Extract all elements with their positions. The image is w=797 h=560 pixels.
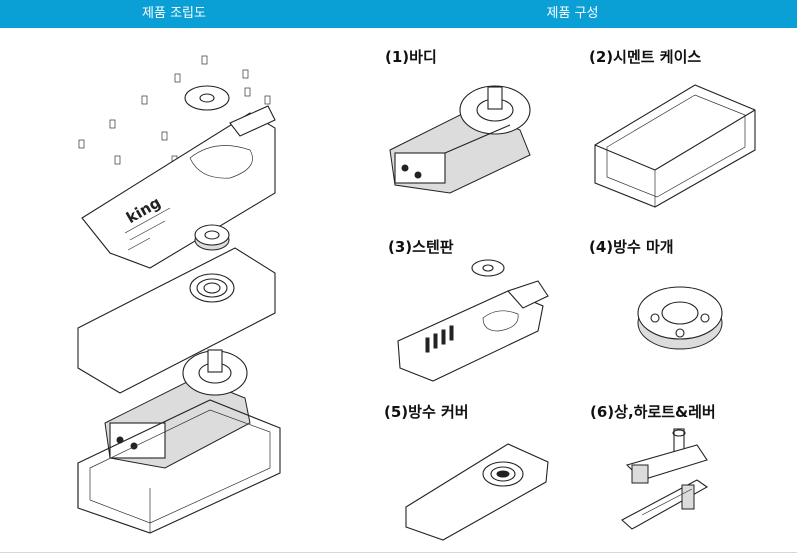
part-label-cement-case: (2)시멘트 케이스 — [589, 48, 702, 66]
waterproof-cover-illustration — [405, 443, 549, 541]
product-components-title: 제품 구성 — [546, 6, 599, 21]
part-label-body: (1)바디 — [385, 48, 437, 66]
cement-case-illustration — [594, 84, 756, 208]
part-label-stainless-plate: (3)스텐판 — [388, 238, 454, 256]
stainless-plate-illustration — [397, 259, 549, 382]
assembly-diagram-title: 제품 조립도 — [142, 6, 206, 21]
waterproof-cover — [77, 247, 276, 394]
exploded-assembly-diagram: king — [77, 55, 281, 534]
floor-hinge-body — [104, 349, 251, 469]
part-label-waterproof-cap: (4)방수 마개 — [589, 238, 674, 256]
stainless-plate: king — [81, 105, 276, 269]
cement-case — [77, 399, 281, 534]
part-label-pivot-lever: (6)상,하로트&레버 — [590, 403, 716, 421]
waterproof-cap — [194, 224, 230, 251]
body-illustration — [389, 85, 531, 194]
pivot-lever-illustration — [621, 428, 709, 530]
waterproof-cap-illustration — [637, 286, 723, 350]
washer-ring — [184, 85, 230, 111]
header-bar: 제품 조립도 제품 구성 — [0, 0, 797, 28]
part-label-waterproof-cover: (5)방수 커버 — [384, 403, 469, 421]
bottom-divider — [0, 552, 797, 553]
